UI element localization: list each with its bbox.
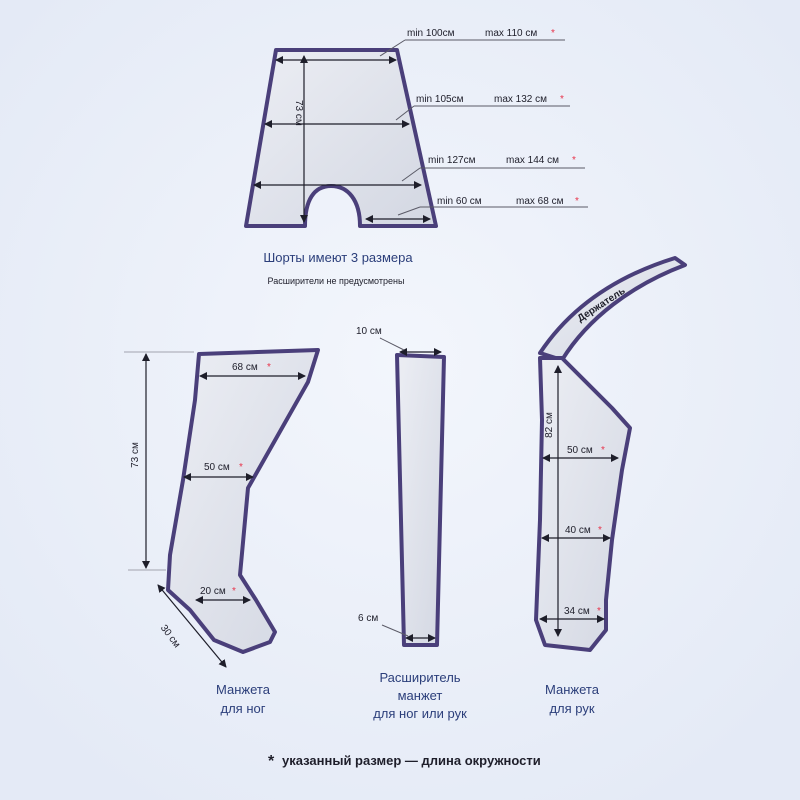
circumference-star: * xyxy=(572,155,576,166)
arm-holder-strap xyxy=(538,256,687,362)
arm-mid-label: 40 см xyxy=(565,525,591,536)
shorts-measure-2-min: min 105см xyxy=(416,94,464,105)
extender-caption-line2: манжет xyxy=(398,688,443,703)
circumference-star: * xyxy=(267,362,271,373)
leg-length-label: 73 см xyxy=(130,442,141,468)
footnote-text: указанный размер — длина окружности xyxy=(282,753,541,768)
shorts-caption: Шорты имеют 3 размера xyxy=(263,250,413,265)
arm-upper-label: 50 см xyxy=(567,445,593,456)
leg-cuff-piece: 73 см 30 см 68 см * 50 см * 20 см * Манж… xyxy=(124,348,320,716)
shorts-measure-3-max: max 144 см xyxy=(506,155,559,166)
arm-cuff-piece: Держатель 82 см 50 см * 40 см * 34 см * … xyxy=(534,256,687,716)
leg-caption-line2: для ног xyxy=(221,701,266,716)
leg-caption-line1: Манжета xyxy=(216,682,271,697)
shorts-measure-3-min: min 127см xyxy=(428,155,476,166)
arm-caption-line1: Манжета xyxy=(545,682,600,697)
arm-caption-line2: для рук xyxy=(549,701,594,716)
leg-ankle-label: 20 см xyxy=(200,586,226,597)
arm-length-label: 82 см xyxy=(544,412,555,438)
circumference-star: * xyxy=(575,196,579,207)
extender-bottom-label: 6 см xyxy=(358,613,378,624)
circumference-star: * xyxy=(232,586,236,597)
circumference-star: * xyxy=(560,94,564,105)
circumference-star: * xyxy=(601,445,605,456)
leg-cuff-outline xyxy=(166,348,320,654)
circumference-star: * xyxy=(239,462,243,473)
extender-outline xyxy=(395,353,446,647)
arm-wrist-label: 34 см xyxy=(564,606,590,617)
shorts-subcaption: Расширители не предусмотрены xyxy=(268,276,405,286)
shorts-leader-1 xyxy=(379,39,406,57)
circumference-star: * xyxy=(597,606,601,617)
extender-top-label: 10 см xyxy=(356,326,382,337)
shorts-leader-2 xyxy=(395,105,415,121)
shorts-height-label: 73 см xyxy=(293,100,304,126)
leg-top-label: 68 см xyxy=(232,362,258,373)
shorts-measure-2-max: max 132 см xyxy=(494,94,547,105)
shorts-piece: 73 см min 100см max 110 см * min 105см m… xyxy=(244,28,588,286)
footnote: * указанный размер — длина окружности xyxy=(268,753,541,770)
circumference-star: * xyxy=(551,28,555,39)
shorts-leader-4 xyxy=(397,206,421,216)
leg-foot-length-line xyxy=(157,584,227,668)
extender-caption-line1: Расширитель xyxy=(379,670,460,685)
circumference-star: * xyxy=(598,525,602,536)
shorts-leader-3 xyxy=(401,167,421,182)
extender-piece: 10 см 6 см Расширитель манжет для ног ил… xyxy=(356,326,467,721)
shorts-measure-1-max: max 110 см xyxy=(485,28,537,39)
shorts-measure-1-min: min 100см xyxy=(407,28,455,39)
shorts-measure-4-min: min 60 см xyxy=(437,196,482,207)
extender-caption-line3: для ног или рук xyxy=(373,706,467,721)
shorts-measure-4-max: max 68 см xyxy=(516,196,564,207)
footnote-star: * xyxy=(268,753,275,770)
leg-mid-label: 50 см xyxy=(204,462,230,473)
